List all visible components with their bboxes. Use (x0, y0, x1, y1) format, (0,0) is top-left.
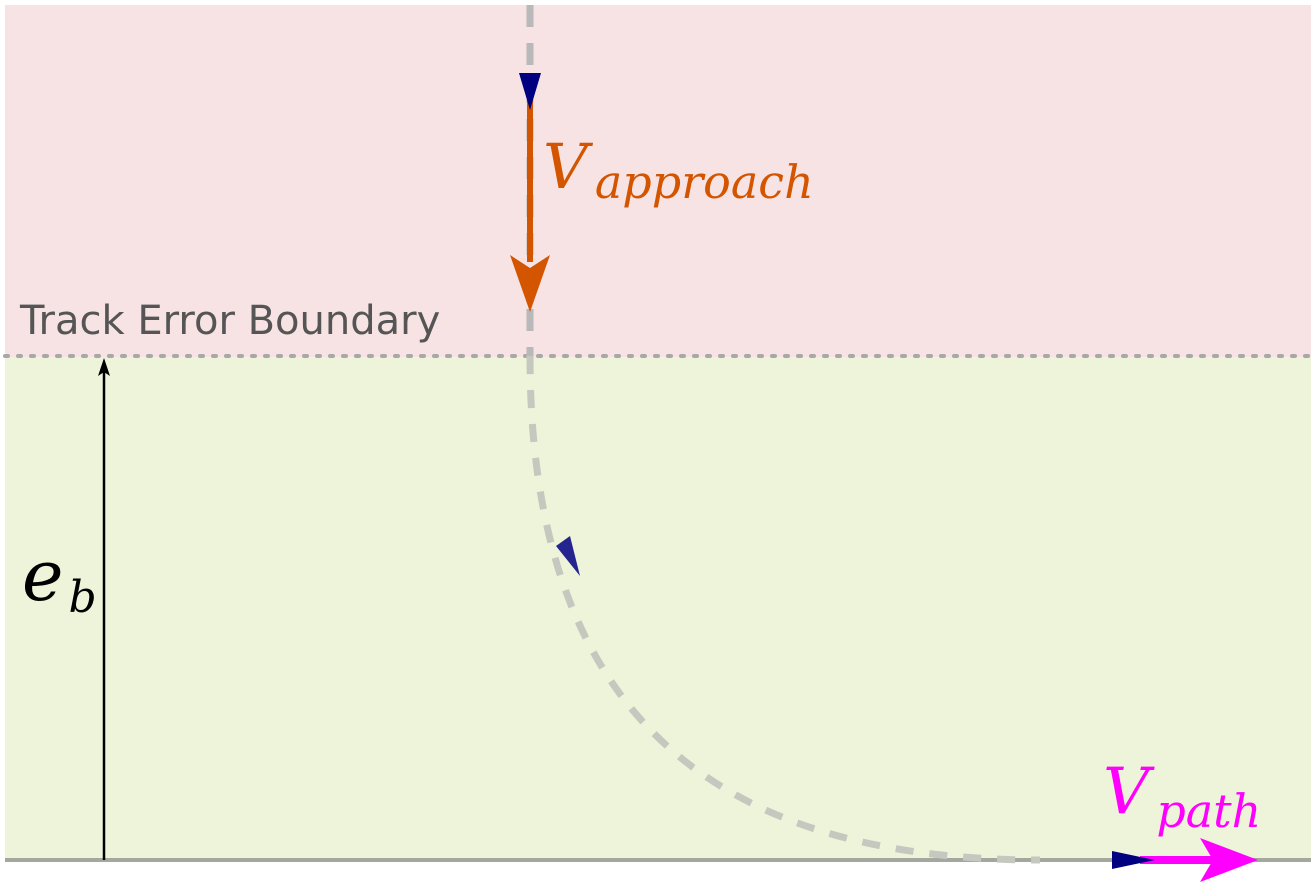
error-distance-label: e b (22, 535, 97, 623)
inside-region (5, 357, 1311, 860)
approach-subscript: approach (595, 155, 814, 209)
error-subscript: b (69, 572, 97, 623)
approach-arrow-head (510, 255, 550, 312)
path-arrow-head (1200, 838, 1258, 882)
approach-vector-label: V approach (543, 130, 814, 209)
convergence-trajectory-curve (526, 355, 1041, 864)
path-symbol: V (1103, 755, 1155, 829)
error-region (5, 5, 1311, 357)
direction-marker-top (519, 73, 541, 110)
path-subscript: path (1156, 784, 1261, 838)
direction-marker-curve (556, 536, 580, 576)
error-distance-arrow-head (98, 358, 110, 376)
direction-marker-path (1112, 851, 1155, 869)
error-symbol: e (22, 535, 63, 617)
approach-symbol: V (543, 130, 594, 203)
path-vector-label: V path (1103, 755, 1261, 838)
boundary-label: Track Error Boundary (19, 298, 440, 344)
